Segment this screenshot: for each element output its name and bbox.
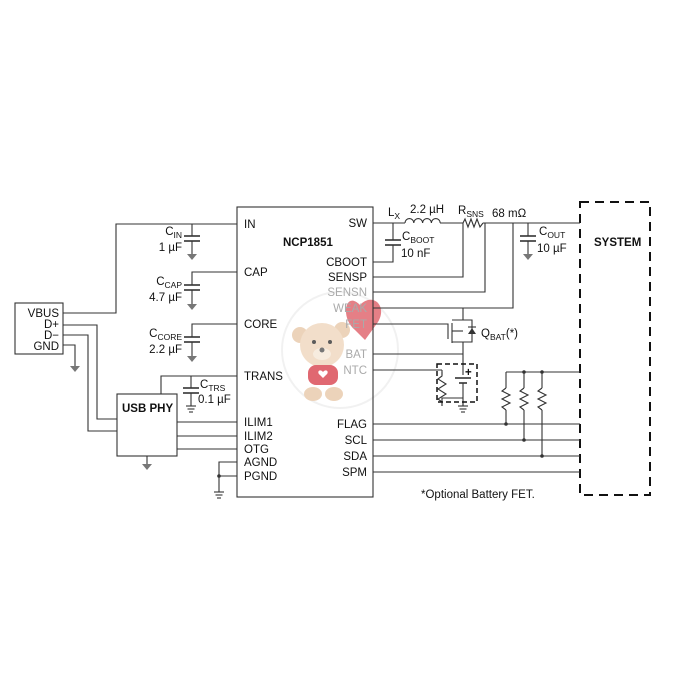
ic-left-pins: IN CAP CORE TRANS ILIM1 ILIM2 OTG AGND P… [244, 219, 283, 483]
pin-dminus: D− [44, 330, 59, 342]
lx-label: LX [388, 207, 400, 221]
ctrs-capacitor [182, 387, 200, 394]
qbat-label: QBAT(*) [481, 328, 518, 342]
ground-icon [186, 299, 198, 311]
wires-right [373, 217, 580, 473]
ground-icon [213, 487, 225, 499]
pin-core: CORE [244, 319, 278, 331]
pin-in: IN [244, 219, 256, 231]
ground-icon [522, 249, 534, 261]
ground-icon [185, 401, 197, 413]
usb-connector [14, 302, 64, 355]
pin-fet: FET [345, 319, 367, 331]
rsns-label: RSNS [458, 205, 484, 219]
pin-gnd: GND [33, 341, 59, 353]
pin-dplus: D+ [44, 319, 59, 331]
ncp1851-ic [236, 206, 374, 498]
pin-agnd: AGND [244, 457, 277, 469]
ctrs-value: 0.1 µF [198, 394, 231, 406]
pin-flag: FLAG [337, 419, 367, 431]
pin-otg: OTG [244, 444, 269, 456]
pin-scl: SCL [345, 435, 368, 447]
connector-pins: VBUS D+ D− GND [28, 308, 60, 353]
usb-phy-label: USB PHY [122, 403, 173, 415]
battery-plus: + [465, 367, 472, 379]
cin-value: 1 µF [159, 242, 182, 254]
pin-vbus: VBUS [28, 308, 60, 320]
ccore-label: CCORE [149, 328, 182, 342]
battery-pack [436, 363, 478, 403]
pin-bat: BAT [345, 349, 367, 361]
ground-icon [186, 249, 198, 261]
ground-icon [186, 351, 198, 363]
pin-pgnd: PGND [244, 471, 277, 483]
pullup-resistors [500, 387, 548, 411]
cin-label: CIN [165, 226, 182, 240]
watermark-bear [281, 291, 399, 409]
inductor-lx [404, 218, 441, 224]
system-label: SYSTEM [594, 237, 641, 249]
lx-value: 2.2 µH [410, 204, 444, 216]
ic-name: NCP1851 [283, 237, 333, 249]
ccap-label: CCAP [156, 276, 182, 290]
ctrs-label: CTRS [200, 379, 226, 393]
pin-sda: SDA [343, 451, 367, 463]
ccap-value: 4.7 µF [149, 292, 182, 304]
ccore-capacitor [183, 336, 201, 343]
cboot-capacitor [384, 239, 402, 246]
cout-label: COUT [539, 226, 565, 240]
ccap-capacitor [183, 284, 201, 291]
rsns-value: 68 mΩ [492, 208, 527, 220]
pin-ilim1: ILIM1 [244, 417, 273, 429]
pin-trans: TRANS [244, 371, 283, 383]
cin-capacitor [183, 235, 201, 242]
ic-right-pins: SW CBOOT SENSP SENSN WEAK FET BAT NTC FL… [326, 218, 367, 479]
ground-icon [457, 401, 469, 413]
pin-cboot: CBOOT [326, 257, 367, 269]
ground-icon [141, 459, 153, 471]
footnote: *Optional Battery FET. [421, 489, 535, 501]
system-block [579, 201, 651, 496]
cout-capacitor [519, 235, 537, 242]
pin-sw: SW [348, 218, 367, 230]
pin-weak: WEAK [333, 303, 367, 315]
ccore-value: 2.2 µF [149, 344, 182, 356]
pin-ntc: NTC [343, 365, 367, 377]
cboot-label: CBOOT [402, 231, 434, 245]
pin-sensp: SENSP [328, 272, 367, 284]
cout-value: 10 µF [537, 243, 567, 255]
wires-left [63, 223, 237, 488]
left-component-labels: CIN 1 µF CCAP 4.7 µF CCORE 2.2 µF [149, 226, 182, 356]
pin-cap: CAP [244, 267, 268, 279]
resistor-rsns [462, 217, 484, 229]
pin-sensn: SENSN [327, 287, 367, 299]
pin-ilim2: ILIM2 [244, 431, 273, 443]
ground-icon [69, 361, 81, 373]
pin-spm: SPM [342, 467, 367, 479]
cboot-value: 10 nF [401, 248, 430, 260]
